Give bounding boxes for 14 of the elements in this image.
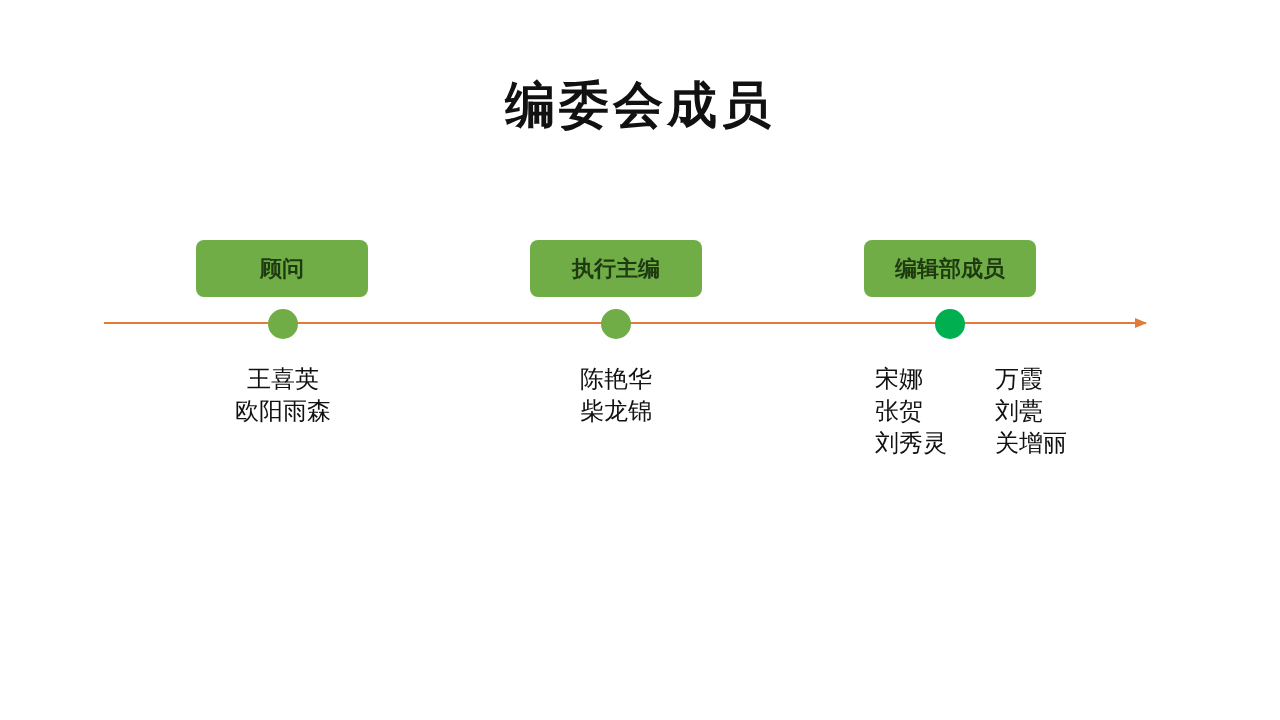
heading-box: 编辑部成员 xyxy=(864,240,1036,297)
heading-box: 顾问 xyxy=(196,240,368,297)
member-name: 刘秀灵 xyxy=(875,428,947,458)
member-name: 张贺 xyxy=(875,396,923,426)
member-name: 陈艳华 xyxy=(580,364,652,394)
heading-box: 执行主编 xyxy=(530,240,702,297)
member-name: 宋娜 xyxy=(875,364,923,394)
member-name: 柴龙锦 xyxy=(580,396,652,426)
member-name: 欧阳雨森 xyxy=(235,396,331,426)
member-name: 刘甍 xyxy=(995,396,1043,426)
title: 编委会成员 xyxy=(505,74,775,136)
member-name: 万霞 xyxy=(995,364,1043,394)
member-name: 关增丽 xyxy=(995,428,1067,458)
member-name: 王喜英 xyxy=(247,364,319,394)
